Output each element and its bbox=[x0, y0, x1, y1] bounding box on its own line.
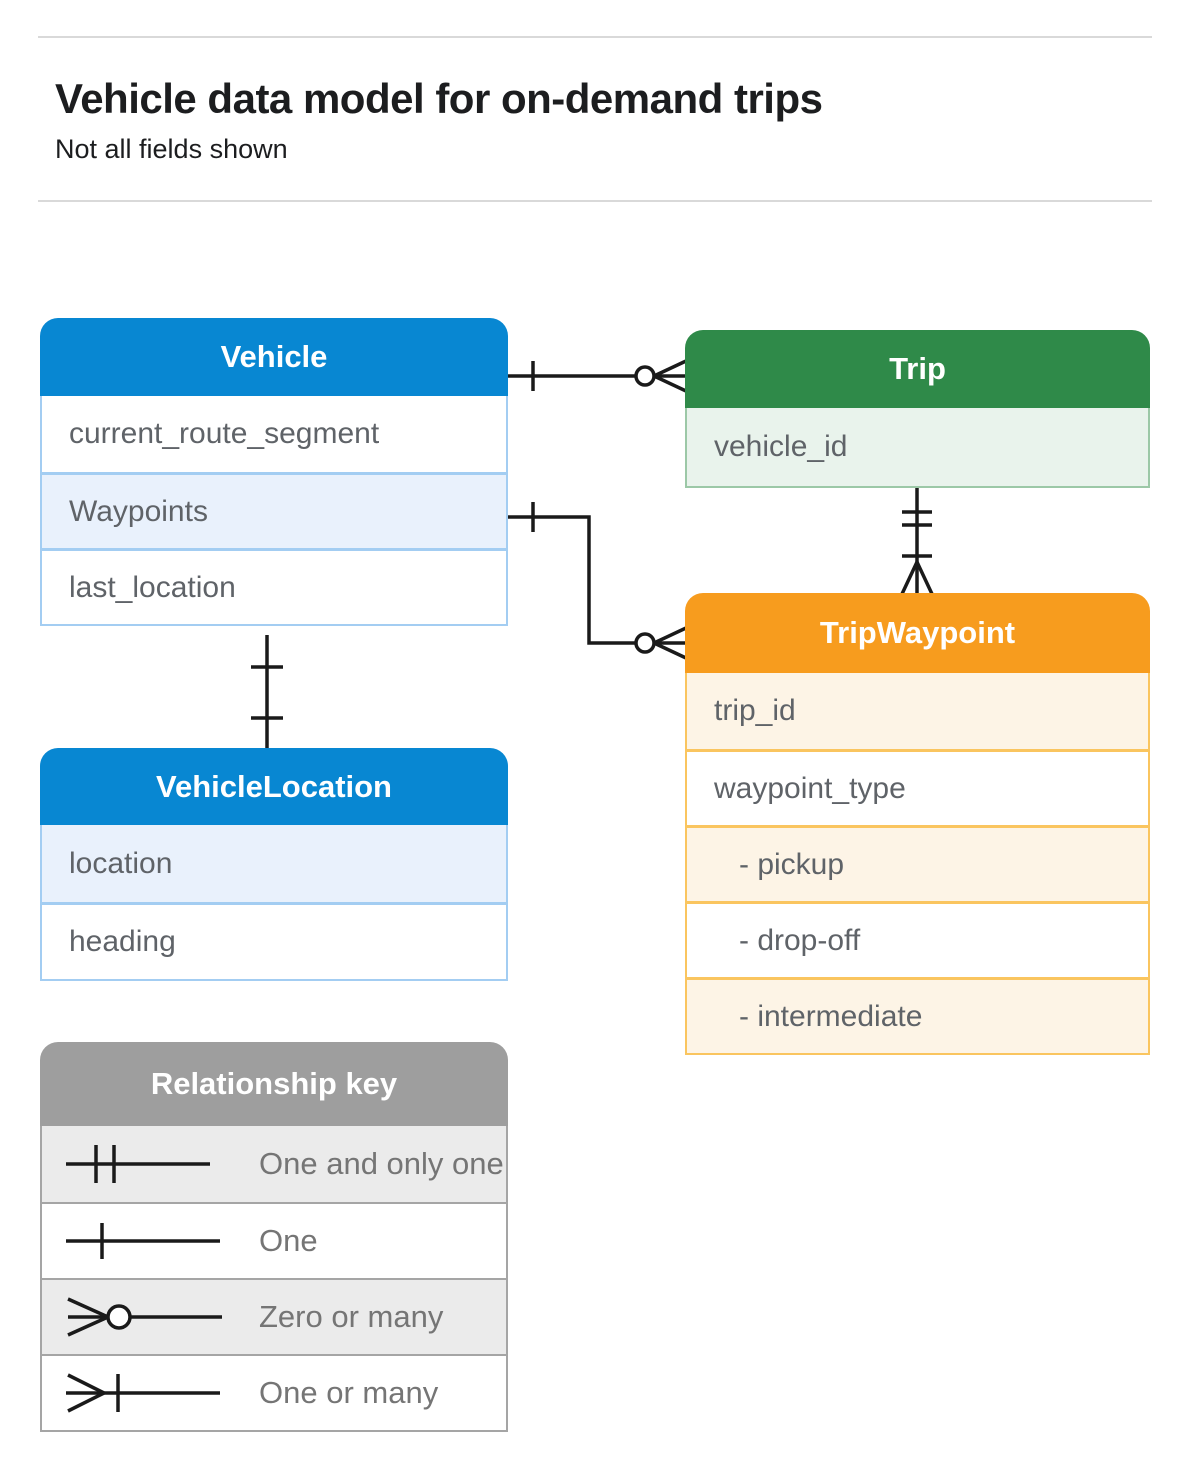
enum-value-row: - pickup bbox=[687, 825, 1148, 901]
legend-row: Zero or many bbox=[42, 1278, 506, 1354]
top-divider bbox=[38, 36, 1152, 38]
page-title: Vehicle data model for on-demand trips bbox=[55, 75, 823, 122]
one-or-many-icon bbox=[66, 1373, 220, 1413]
vehicle-table: Vehicle current_route_segment Waypoints … bbox=[40, 318, 508, 626]
field-row: last_location bbox=[42, 548, 506, 624]
legend-label: One or many bbox=[259, 1375, 439, 1410]
relationship-key: Relationship key One and only one One bbox=[40, 1042, 508, 1432]
legend-label: Zero or many bbox=[259, 1299, 444, 1334]
legend-row: One and only one bbox=[42, 1126, 506, 1202]
header-divider bbox=[38, 200, 1152, 202]
waypoints-tripwaypoint-connector bbox=[508, 502, 687, 660]
legend-label: One bbox=[259, 1223, 318, 1258]
relationship-key-body: One and only one One Zero or many bbox=[40, 1126, 508, 1432]
vehicle-trip-connector bbox=[508, 359, 687, 393]
one-icon bbox=[66, 1223, 220, 1259]
field-row: vehicle_id bbox=[687, 408, 1148, 486]
vehiclelocation-table-body: location heading bbox=[40, 825, 508, 981]
vehiclelocation-table-header: VehicleLocation bbox=[40, 748, 508, 825]
page-subtitle: Not all fields shown bbox=[55, 134, 288, 164]
field-row: current_route_segment bbox=[42, 396, 506, 472]
trip-table-body: vehicle_id bbox=[685, 408, 1150, 488]
trip-table-header: Trip bbox=[685, 330, 1150, 408]
vehicle-table-header: Vehicle bbox=[40, 318, 508, 396]
legend-label: One and only one bbox=[259, 1146, 504, 1181]
enum-value-row: - intermediate bbox=[687, 977, 1148, 1053]
field-row: waypoint_type bbox=[687, 749, 1148, 825]
legend-row: One bbox=[42, 1202, 506, 1278]
vehicle-table-body: current_route_segment Waypoints last_loc… bbox=[40, 396, 508, 626]
trip-tripwaypoint-connector bbox=[900, 488, 934, 595]
vehiclelocation-table: VehicleLocation location heading bbox=[40, 748, 508, 981]
zero-or-many-icon bbox=[67, 1297, 222, 1337]
legend-row: One or many bbox=[42, 1354, 506, 1430]
tripwaypoint-table: TripWaypoint trip_id waypoint_type - pic… bbox=[685, 593, 1150, 1055]
vehicle-vehiclelocation-connector bbox=[251, 635, 283, 748]
one-and-only-one-icon bbox=[66, 1145, 210, 1183]
field-row: heading bbox=[42, 902, 506, 979]
field-row: location bbox=[42, 825, 506, 902]
trip-table: Trip vehicle_id bbox=[685, 330, 1150, 488]
enum-value-row: - drop-off bbox=[687, 901, 1148, 977]
tripwaypoint-table-header: TripWaypoint bbox=[685, 593, 1150, 673]
field-row: trip_id bbox=[687, 673, 1148, 749]
relationship-key-header: Relationship key bbox=[40, 1042, 508, 1126]
tripwaypoint-table-body: trip_id waypoint_type - pickup - drop-of… bbox=[685, 673, 1150, 1055]
field-row: Waypoints bbox=[42, 472, 506, 548]
